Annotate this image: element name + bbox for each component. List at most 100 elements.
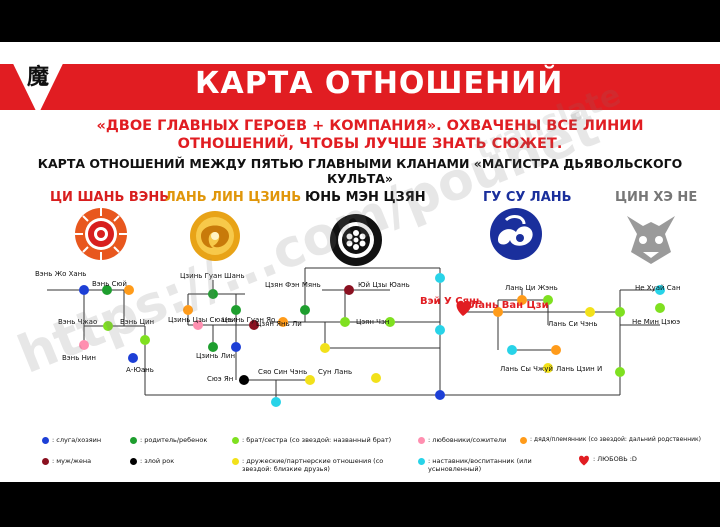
legend-dot	[130, 458, 137, 465]
dot-sibling-wwx	[385, 317, 395, 327]
dot-uncle-lan	[517, 295, 527, 305]
legend-dot	[130, 437, 137, 444]
clan-name-jin: ЛАНЬ ЛИН ЦЗИНЬ	[165, 190, 302, 205]
person-label: Лань Сы Чжуй	[500, 365, 553, 373]
logo-glyph: 魔	[26, 64, 49, 90]
person-label: Цзян Чэн	[356, 318, 390, 326]
person-label: Сун Лань	[318, 368, 353, 376]
dot-mentor-wwx2	[435, 325, 445, 335]
person-label: Цзян Фэн Мянь	[265, 281, 321, 289]
legend-dot	[520, 437, 527, 444]
legend-spouse: : муж/жена	[42, 457, 91, 465]
dot-servant-wenning	[128, 353, 138, 363]
subtitle-clans: КАРТА ОТНОШЕНИЙ МЕЖДУ ПЯТЬЮ ГЛАВНЫМИ КЛА…	[37, 156, 683, 186]
beast-emblem-icon	[627, 216, 675, 264]
dot-enemy-jin	[249, 320, 259, 330]
clan-name-jiang: ЮНЬ МЭН ЦЗЯН	[305, 190, 426, 205]
dot-mentor-wwx	[435, 273, 445, 283]
legend-parent: : родитель/ребенок	[130, 436, 207, 444]
dot-friend-jiang	[320, 343, 330, 353]
legend-servant: : слуга/хозяин	[42, 436, 101, 444]
dot-uncle-jin	[183, 305, 193, 315]
legend-text: : ЛЮБОВЬ :D	[593, 455, 637, 463]
legend-dot	[42, 437, 49, 444]
clan-name-nie: ЦИН ХЭ НЕ	[615, 190, 698, 205]
dot-mentor-nie	[655, 285, 665, 295]
legend-mentor: : наставник/воспитанник (или усыновленны…	[418, 457, 548, 473]
dot-servant-wen	[79, 285, 89, 295]
lotus-emblem-icon	[330, 214, 382, 266]
person-label: Цзинь Лин	[196, 352, 236, 360]
legend-love: : ЛЮБОВЬ :D	[578, 455, 637, 466]
legend-text: : наставник/воспитанник (или усыновленны…	[428, 457, 532, 473]
heart-icon	[579, 455, 589, 466]
dot-enemy-xueyang	[239, 375, 249, 385]
dot-friend-wwx	[371, 373, 381, 383]
dot-sibling-lan	[543, 295, 553, 305]
legend-dot	[232, 437, 239, 444]
peony-emblem-icon	[190, 211, 240, 261]
legend-text: : слуга/хозяин	[52, 436, 102, 444]
dot-sibling-jiang	[340, 317, 350, 327]
person-label: Цзинь Гуан Яо	[222, 316, 276, 324]
dot-spouse-jin	[231, 305, 241, 315]
legend-text: : злой рок	[140, 457, 175, 465]
dot-friend-song	[305, 375, 315, 385]
relation-markers	[79, 273, 665, 407]
dot-parent-jinling	[208, 342, 218, 352]
person-label: Вэнь Сюй	[92, 280, 127, 288]
person-label: Не Мин Цзюэ	[632, 318, 681, 326]
dot-uncle-wen	[124, 285, 134, 295]
person-label: Вэнь Цин	[120, 318, 155, 326]
dot-uncle-lan3	[551, 345, 561, 355]
person-label: Не Хуай Сан	[635, 284, 681, 292]
legend-dot	[418, 458, 425, 465]
logo-triangle	[4, 45, 72, 115]
dot-spouse-jiang	[344, 285, 354, 295]
legend-text: : любовники/сожители	[428, 436, 507, 444]
legend-sibling: : брат/сестра (со звездой: названный бра…	[232, 436, 391, 444]
dot-lover-wen	[79, 340, 89, 350]
legend-text: : брат/сестра (со звездой: названный бра…	[242, 436, 392, 444]
dot-friend-lan2	[543, 363, 553, 373]
person-label: Вэнь Нин	[62, 354, 96, 362]
person-label: Цзинь Гуан Шань	[180, 272, 245, 280]
dot-parent-wen	[102, 285, 112, 295]
person-label: Юй Цзы Юань	[358, 281, 410, 289]
cloud-emblem-icon	[490, 208, 542, 260]
legend-enemy: : злой рок	[130, 457, 174, 465]
clan-name-wen: ЦИ ШАНЬ ВЭНЬ	[50, 190, 170, 205]
dot-parent-jin	[208, 289, 218, 299]
person-label: Цзинь Цзы Сюань	[168, 316, 234, 324]
legend-text: : дядя/племянник (со звездой: дальний ро…	[530, 436, 701, 443]
person-label: Вэнь Чжао	[58, 318, 98, 326]
title-banner	[0, 64, 720, 110]
person-label: Цзян Янь Ли	[256, 320, 302, 328]
person-label: Лань Ци Жэнь	[505, 284, 558, 292]
legend-dot	[232, 458, 239, 465]
love-heart-icon	[456, 300, 472, 316]
legend-friend: : дружеские/партнерские отношения (со зв…	[232, 457, 392, 473]
dot-servant-jinling	[231, 342, 241, 352]
dot-sibling-wenqing	[140, 335, 150, 345]
page-title: КАРТА ОТНОШЕНИЙ	[195, 66, 564, 101]
dot-friend-lan	[585, 307, 595, 317]
person-label: Лань Цзин И	[556, 365, 603, 373]
person-label: Вэнь Жо Хань	[35, 270, 87, 278]
dot-sibling-nie2	[655, 303, 665, 313]
dot-uncle-lan2	[493, 307, 503, 317]
protagonist-wei-wuxian: Вэй У Сянь	[420, 296, 483, 307]
legend-lover: : любовники/сожители	[418, 436, 506, 444]
dot-mentor-lan	[507, 345, 517, 355]
legend-text: : дружеские/партнерские отношения (со зв…	[242, 457, 384, 473]
subtitle: «ДВОЕ ГЛАВНЫХ ГЕРОЕВ + КОМПАНИЯ». ОХВАЧЕ…	[96, 118, 644, 152]
person-label: Сяо Син Чэнь	[258, 368, 308, 376]
legend-dot	[42, 458, 49, 465]
legend-text: : муж/жена	[52, 457, 92, 465]
legend-uncle: : дядя/племянник (со звездой: дальний ро…	[520, 436, 701, 444]
dot-parent-jiang	[300, 305, 310, 315]
dot-sibling-nie	[615, 307, 625, 317]
person-label: А-Юань	[126, 366, 154, 374]
